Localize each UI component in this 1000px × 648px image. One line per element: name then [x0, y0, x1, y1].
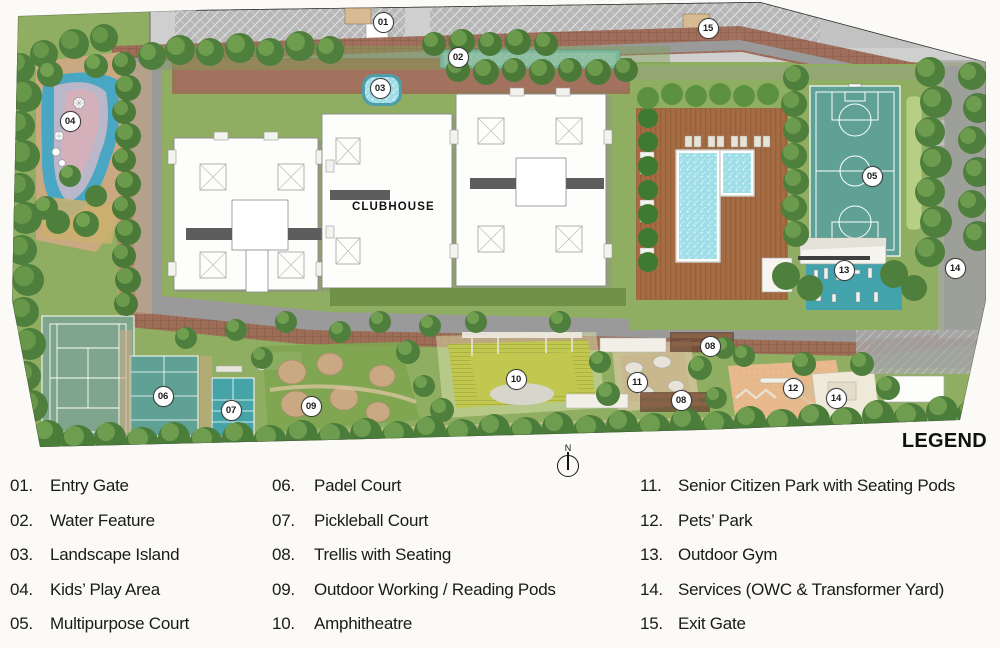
legend-item-label: Water Feature: [50, 510, 155, 530]
legend-item: 01. Entry Gate: [10, 476, 272, 511]
legend-item-number: 01.: [10, 476, 33, 495]
north-compass: N: [551, 443, 585, 489]
play-equipment-4: [58, 159, 66, 167]
map-marker-15[interactable]: 15: [697, 17, 719, 39]
legend-item: 02. Water Feature: [10, 511, 272, 546]
play-equipment-3: [51, 147, 61, 157]
tower-south-lawn: [330, 288, 626, 306]
map-marker-03[interactable]: 03: [369, 77, 391, 99]
clubhouse-label: CLUBHOUSE: [352, 201, 435, 213]
legend-item-number: 14.: [640, 579, 663, 599]
legend-item-label: Landscape Island: [50, 545, 180, 564]
ring-road: [128, 40, 986, 342]
map-marker-08b[interactable]: 08: [670, 389, 692, 411]
map-marker-08a[interactable]: 08: [699, 335, 721, 357]
legend-item: 15. Exit Gate: [640, 614, 998, 648]
legend-item-label: Exit Gate: [678, 614, 746, 633]
jogging-lane: [905, 95, 923, 231]
legend-item-label: Kids’ Play Area: [50, 579, 160, 599]
legend-item: 12. Pets’ Park: [640, 511, 998, 546]
legend-item-label: Outdoor Gym: [678, 545, 778, 564]
legend-item-label: Senior Citizen Park with Seating Pods: [678, 476, 956, 495]
pods-path: [269, 384, 417, 404]
legend-item: 06. Padel Court: [272, 476, 640, 511]
legend-item-label: Entry Gate: [50, 476, 129, 495]
trellis-seating-north: [599, 337, 667, 353]
map-marker-14b[interactable]: 14: [825, 387, 847, 409]
map-marker-09[interactable]: 09: [300, 395, 322, 417]
kids-pool: [723, 153, 751, 193]
legend-item-label: Trellis with Seating: [314, 545, 452, 564]
amphitheatre-stage: [490, 383, 554, 405]
legend-item-label: Outdoor Working / Reading Pods: [314, 579, 556, 599]
legend-item: 14. Services (OWC & Transformer Yard): [640, 580, 998, 615]
legend-item-label: Services (OWC & Transformer Yard): [678, 579, 945, 599]
clubhouse-block: [321, 113, 458, 292]
legend-item-number: 11.: [640, 476, 662, 495]
legend-item-number: 03.: [10, 545, 33, 564]
legend-item-number: 02.: [10, 510, 33, 530]
site-plan-drawing: [12, 2, 986, 447]
legend-item-number: 08.: [272, 545, 295, 564]
legend-column-3: 11. Senior Citizen Park with Seating Pods…: [640, 476, 998, 648]
legend-item-number: 06.: [272, 476, 295, 495]
map-marker-07[interactable]: 07: [220, 399, 242, 421]
map-marker-02[interactable]: 02: [447, 46, 469, 68]
legend-item-number: 09.: [272, 579, 295, 599]
legend-item-number: 10.: [272, 614, 295, 633]
legend-item-number: 12.: [640, 510, 663, 530]
entry-gate-structure: [344, 7, 372, 25]
legend-item: 10. Amphitheatre: [272, 614, 640, 648]
map-marker-01[interactable]: 01: [372, 11, 394, 33]
legend-column-2: 06. Padel Court 07. Pickleball Court 08. Trel…: [272, 476, 640, 648]
legend-item: 09. Outdoor Working / Reading Pods: [272, 580, 640, 615]
legend-item-label: Amphitheatre: [314, 614, 413, 633]
legend-item: 05. Multipurpose Court: [10, 614, 272, 648]
legend-item: 04. Kids’ Play Area: [10, 580, 272, 615]
residential-tower-west: [167, 131, 325, 293]
legend: 01. Entry Gate 02. Water Feature 03. Landscap…: [0, 476, 1000, 648]
residential-tower-east: [449, 87, 613, 292]
north-plot-east: [820, 4, 986, 48]
legend-item: 07. Pickleball Court: [272, 511, 640, 546]
map-marker-13[interactable]: 13: [833, 259, 855, 281]
legend-item-number: 04.: [10, 579, 33, 599]
compass-north-letter: N: [564, 443, 572, 453]
compass-needle: [567, 452, 569, 470]
map-marker-11[interactable]: 11: [626, 371, 648, 393]
legend-item-label: Padel Court: [314, 476, 402, 495]
legend-item: 13. Outdoor Gym: [640, 545, 998, 580]
legend-item-number: 05.: [10, 614, 33, 633]
map-marker-04[interactable]: 04: [59, 110, 81, 132]
legend-item: 11. Senior Citizen Park with Seating Pods: [640, 476, 998, 511]
legend-title: LEGEND: [901, 430, 987, 452]
legend-item-label: Pickleball Court: [314, 510, 429, 530]
legend-item-number: 15.: [640, 614, 663, 633]
legend-item-number: 13.: [640, 545, 663, 564]
map-marker-05[interactable]: 05: [861, 165, 883, 187]
site-plan-map[interactable]: 01 15 02 03 04 05 13 14 08 10 11 12 06 09 08 14 07 CLUBH…: [0, 0, 1000, 462]
pool-cabanas: [684, 135, 771, 148]
legend-item: 03. Landscape Island: [10, 545, 272, 580]
legend-item-label: Pets’ Park: [678, 510, 753, 530]
map-marker-12[interactable]: 12: [782, 377, 804, 399]
map-marker-06[interactable]: 06: [152, 385, 174, 407]
pet-agility-weave-1: [735, 388, 777, 400]
legend-column-1: 01. Entry Gate 02. Water Feature 03. Landscap…: [10, 476, 272, 648]
swimming-pool-main: [679, 153, 717, 259]
map-marker-10[interactable]: 10: [505, 368, 527, 390]
legend-item: 08. Trellis with Seating: [272, 545, 640, 580]
legend-item-label: Multipurpose Court: [50, 614, 190, 633]
legend-item-number: 07.: [272, 510, 295, 530]
map-marker-14a[interactable]: 14: [944, 257, 966, 279]
